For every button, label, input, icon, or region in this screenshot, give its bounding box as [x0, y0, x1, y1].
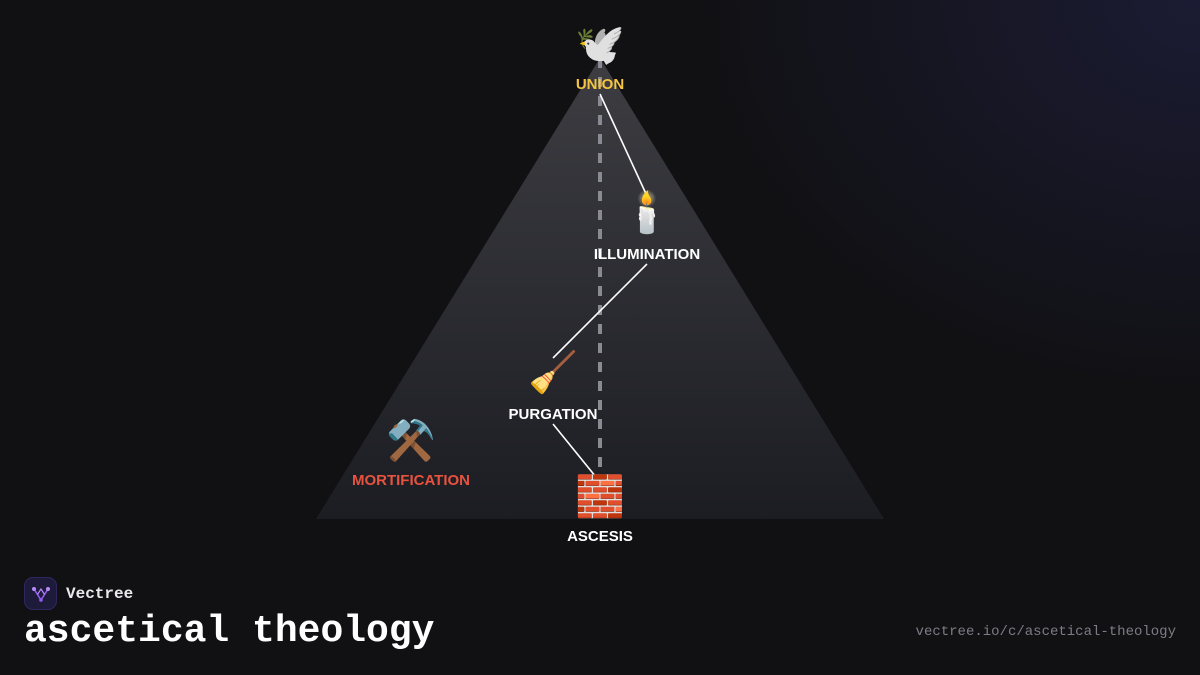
node-ascesis: 🧱 ASCESIS: [567, 473, 633, 545]
edge-union-to-illumination: [599, 93, 648, 197]
node-label-mortification: MORTIFICATION: [352, 472, 470, 489]
node-label-ascesis: ASCESIS: [567, 528, 633, 545]
page-url[interactable]: vectree.io/c/ascetical-theology: [915, 624, 1176, 640]
node-label-illumination: ILLUMINATION: [594, 246, 700, 263]
edge-purgation-to-ascesis: [552, 423, 601, 483]
nodes-layer: 🕊️ UNION 🕯️ ILLUMINATION 🧹 PURGATION ⚒️ MORTIFI…: [352, 22, 700, 545]
brick-icon: 🧱: [575, 473, 625, 520]
node-label-purgation: PURGATION: [509, 406, 598, 423]
edges-layer: [552, 93, 648, 483]
hammer-and-pick-icon: ⚒️: [386, 417, 436, 464]
page-title: ascetical theology: [24, 610, 435, 653]
node-illumination: 🕯️ ILLUMINATION: [594, 188, 700, 263]
node-label-union: UNION: [576, 76, 624, 93]
edge-illumination-to-purgation: [552, 263, 648, 359]
vectree-logo-icon: [24, 577, 57, 610]
node-mortification: ⚒️ MORTIFICATION: [352, 417, 470, 489]
dove-icon: 🕊️: [575, 22, 625, 68]
brand: Vectree: [24, 577, 133, 610]
brand-name: Vectree: [66, 584, 134, 603]
node-purgation: 🧹 PURGATION: [509, 349, 598, 423]
candle-icon: 🕯️: [622, 188, 672, 236]
node-union: 🕊️ UNION: [575, 22, 625, 93]
broom-icon: 🧹: [528, 349, 578, 396]
